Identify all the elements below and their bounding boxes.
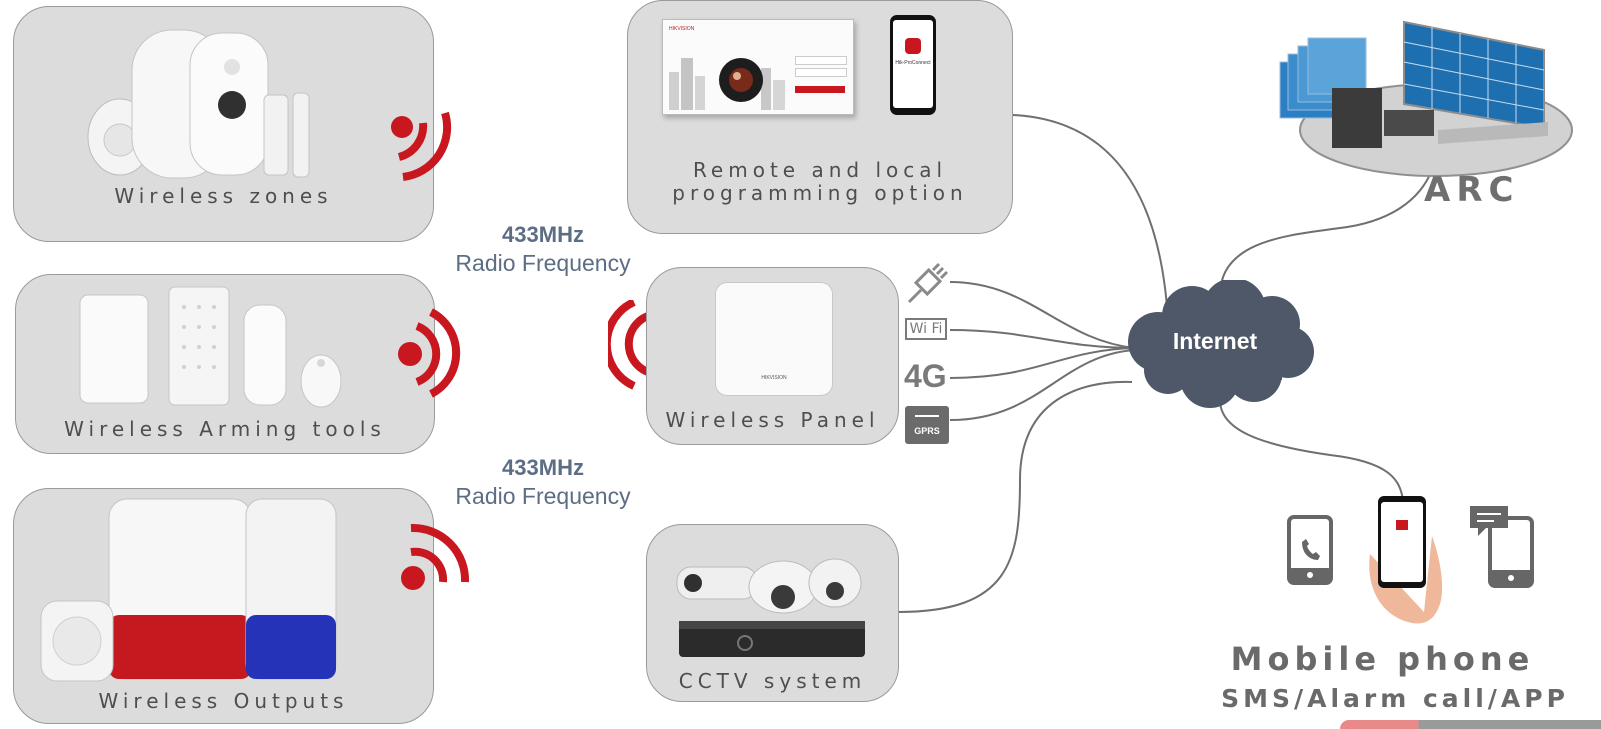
frequency-radio: Radio Frequency — [455, 483, 631, 509]
line-internet-arc — [1219, 169, 1433, 296]
frequency-label-top: 433MHz Radio Frequency — [448, 222, 638, 277]
mobile-phone-label: Mobile phone — [1230, 640, 1535, 678]
line-wifi-internet — [949, 329, 1136, 349]
arc-monitoring-center — [1279, 20, 1573, 177]
wifi-icon: Wi Fi — [905, 318, 947, 340]
remote-programming-label-line1: Remote and local — [692, 158, 948, 182]
internet-label: Internet — [1172, 328, 1258, 354]
app-name: Hik-ProConnect — [895, 60, 931, 66]
panel-brand: HIKVISION — [761, 375, 787, 381]
wireless-outputs-devices — [40, 498, 337, 682]
wireless-arming-devices — [79, 286, 342, 408]
remote-programming-label-line2: programming option — [672, 181, 968, 205]
wireless-zones-devices — [87, 29, 310, 179]
line-ethernet-internet — [949, 281, 1136, 349]
mobile-app-screenshot: Hik-ProConnect — [890, 15, 936, 115]
line-cctv-internet — [897, 380, 1133, 613]
internet-cloud — [1128, 280, 1314, 408]
wireless-signal-icon — [401, 523, 470, 590]
line-remote-internet — [1012, 114, 1169, 321]
wireless-zones-box: Wireless zones — [13, 6, 434, 242]
cctv-system-label: CCTV system — [678, 669, 867, 693]
remote-programming-box: HIKVISION Hik-ProConnect Remote and loca… — [627, 0, 1013, 234]
city-lens-graphic — [669, 58, 785, 110]
4g-icon: 4G — [904, 358, 947, 394]
ethernet-icon — [907, 262, 949, 304]
wireless-outputs-label: Wireless Outputs — [98, 689, 349, 713]
web-client-screenshot: HIKVISION — [662, 19, 854, 115]
cctv-devices — [676, 558, 865, 657]
wireless-arming-tools-box: Wireless Arming tools — [15, 274, 435, 454]
frequency-mhz: 433MHz — [502, 222, 584, 247]
wireless-panel-box: HIKVISION Wireless Panel — [646, 267, 899, 445]
wireless-panel-device: HIKVISION — [715, 282, 833, 396]
frequency-radio: Radio Frequency — [455, 250, 631, 276]
corner-decoration — [1340, 720, 1601, 729]
web-client-brand: HIKVISION — [669, 26, 695, 32]
wireless-signal-icon — [391, 111, 452, 181]
gprs-icon: GPRS — [905, 406, 949, 444]
gprs-label: GPRS — [914, 426, 940, 436]
arc-label: ARC — [1424, 170, 1520, 210]
wireless-panel-label: Wireless Panel — [665, 408, 880, 432]
phone-in-hand — [1369, 496, 1443, 624]
line-gprs-internet — [949, 349, 1136, 421]
line-internet-mobile — [1219, 399, 1404, 501]
mobile-phone-sublabel: SMS/Alarm call/APP — [1221, 684, 1569, 713]
wireless-signal-icon — [398, 308, 461, 398]
wireless-arming-tools-label: Wireless Arming tools — [64, 417, 386, 441]
cctv-system-box: CCTV system — [646, 524, 899, 702]
wireless-zones-label: Wireless zones — [114, 184, 333, 208]
wireless-outputs-box: Wireless Outputs — [13, 488, 434, 724]
frequency-mhz: 433MHz — [502, 455, 584, 480]
frequency-label-bottom: 433MHz Radio Frequency — [448, 455, 638, 510]
sms-phone-icon — [1470, 506, 1534, 588]
line-4g-internet — [949, 347, 1136, 379]
phone-call-icon — [1287, 515, 1333, 585]
